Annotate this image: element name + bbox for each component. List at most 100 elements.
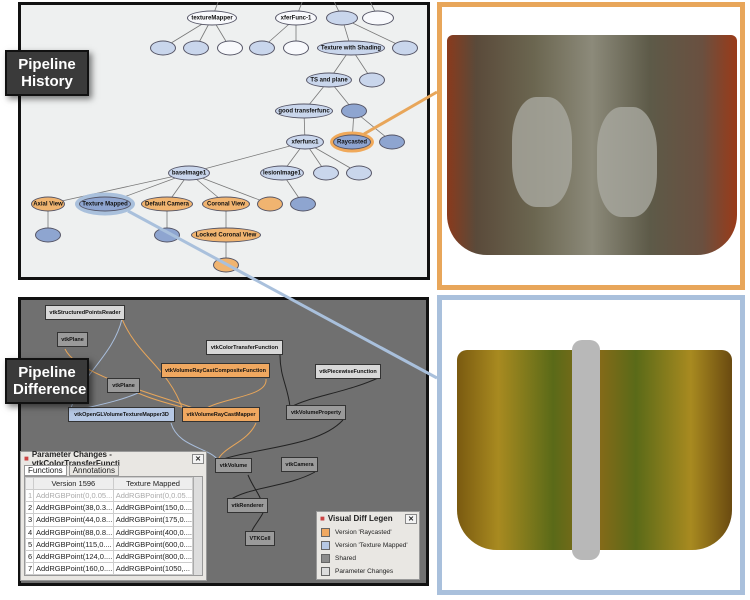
legend-swatch	[321, 528, 330, 537]
table-cell: AddRGBPoint(1050,...	[112, 561, 194, 575]
table-cell: AddRGBPoint(115,0....	[33, 537, 114, 551]
module-box[interactable]: VTKCell	[245, 531, 275, 546]
version-node[interactable]	[150, 40, 176, 56]
module-box[interactable]: vtkPlane	[107, 378, 140, 393]
version-node[interactable]	[213, 257, 239, 273]
version-node[interactable]: TS and plane	[306, 72, 352, 88]
legend-item: Parameter Changes	[321, 565, 415, 578]
version-node[interactable]: good transferfunc	[275, 103, 333, 119]
version-node[interactable]	[283, 40, 309, 56]
version-node[interactable]	[154, 227, 180, 243]
version-node[interactable]	[249, 40, 275, 56]
scrollbar[interactable]	[193, 477, 202, 575]
module-box[interactable]: vtkRenderer	[227, 498, 268, 513]
version-node-texture-mapped[interactable]: Texture Mapped	[79, 196, 131, 212]
lung-shape	[512, 97, 572, 207]
version-node[interactable]	[379, 134, 405, 150]
column-header: Version 1596	[33, 477, 114, 491]
tab-functions[interactable]: Functions	[24, 465, 67, 476]
legend-label: Shared	[335, 555, 356, 562]
table-cell: 7	[25, 561, 34, 575]
legend-swatch	[321, 567, 330, 576]
table-cell: 4	[25, 525, 34, 539]
table-cell: AddRGBPoint(0,0.05...	[112, 489, 194, 503]
version-node[interactable]	[392, 40, 418, 56]
version-node[interactable]: baseImage1	[168, 165, 210, 181]
version-node[interactable]	[313, 165, 339, 181]
pipeline-history-label: Pipeline History	[5, 50, 89, 96]
close-button[interactable]: ✕	[192, 453, 204, 464]
table-cell: AddRGBPoint(88,0.8...	[33, 525, 114, 539]
module-box[interactable]: vtkVolumeProperty	[286, 405, 346, 420]
version-node[interactable]: xferfunc1	[286, 134, 324, 150]
history-edge	[188, 141, 306, 174]
version-node[interactable]: Axial View	[31, 196, 65, 212]
close-button[interactable]: ✕	[405, 513, 417, 524]
table-cell: AddRGBPoint(0,0.05...	[33, 489, 114, 503]
version-node[interactable]: textureMapper	[187, 10, 237, 26]
legend-swatch	[321, 554, 330, 563]
module-box[interactable]: vtkVolume	[215, 458, 252, 473]
version-node[interactable]	[359, 72, 385, 88]
tab-annotations[interactable]: Annotations	[68, 465, 119, 476]
version-node[interactable]	[217, 40, 243, 56]
spine-shape	[572, 340, 600, 560]
lung-shape	[597, 107, 657, 217]
table-cell: AddRGBPoint(160,0....	[33, 561, 114, 575]
version-node[interactable]	[341, 103, 367, 119]
legend-label: Parameter Changes	[335, 568, 394, 575]
column-header: Texture Mapped	[112, 477, 194, 491]
app-icon: ■	[24, 454, 29, 463]
table-cell: AddRGBPoint(600,0....	[112, 537, 194, 551]
texture-mapped-render	[437, 295, 745, 595]
pipeline-difference-label: Pipeline Difference	[5, 358, 89, 404]
parameter-changes-window: ■Parameter Changes - vtkColorTransferFun…	[20, 450, 207, 581]
volume-render	[447, 35, 737, 255]
table-cell: 2	[25, 501, 34, 515]
legend-swatch	[321, 541, 330, 550]
module-box[interactable]: vtkPiecewiseFunction	[315, 364, 381, 379]
version-node[interactable]	[362, 10, 394, 26]
visual-diff-legend: ■Visual Diff Legen✕ Version 'Raycasted'V…	[316, 511, 420, 580]
module-box[interactable]: vtkStructuredPointsReader	[45, 305, 125, 320]
version-node-raycasted[interactable]: Raycasted	[333, 134, 371, 150]
module-box[interactable]: vtkPlane	[57, 332, 88, 347]
module-box[interactable]: vtkCamera	[281, 457, 318, 472]
legend-item: Shared	[321, 552, 415, 565]
version-node[interactable]: Locked Coronal View	[191, 227, 261, 243]
version-node[interactable]	[346, 165, 372, 181]
version-node[interactable]: lesionImage1	[260, 165, 304, 181]
module-box[interactable]: vtkOpenGLVolumeTextureMapper3D	[68, 407, 175, 422]
version-node[interactable]	[326, 10, 358, 26]
version-node[interactable]: Coronal View	[202, 196, 250, 212]
version-node[interactable]: xferFunc-1	[275, 10, 317, 26]
module-box[interactable]: vtkVolumeRayCastCompositeFunction	[161, 363, 270, 378]
legend-item: Version 'Raycasted'	[321, 526, 415, 539]
version-node[interactable]: Texture with Shading	[317, 40, 385, 56]
table-cell: AddRGBPoint(38,0.3...	[33, 501, 114, 515]
legend-label: Version 'Raycasted'	[335, 529, 392, 536]
version-node[interactable]	[290, 196, 316, 212]
raycasted-render	[437, 2, 745, 290]
version-node[interactable]	[35, 227, 61, 243]
table-cell: AddRGBPoint(175,0....	[112, 513, 194, 527]
table-cell: AddRGBPoint(150,0....	[112, 501, 194, 515]
app-icon: ■	[320, 514, 325, 523]
legend-item: Version 'Texture Mapped'	[321, 539, 415, 552]
table-cell: 1	[25, 489, 34, 503]
module-box[interactable]: vtkVolumeRayCastMapper	[182, 407, 260, 422]
version-node[interactable]	[183, 40, 209, 56]
version-node[interactable]	[257, 196, 283, 212]
table-cell: AddRGBPoint(400,0....	[112, 525, 194, 539]
table-cell: AddRGBPoint(44,0.8...	[33, 513, 114, 527]
version-node[interactable]: Default Camera	[141, 196, 193, 212]
module-box[interactable]: vtkColorTransferFunction	[206, 340, 283, 355]
